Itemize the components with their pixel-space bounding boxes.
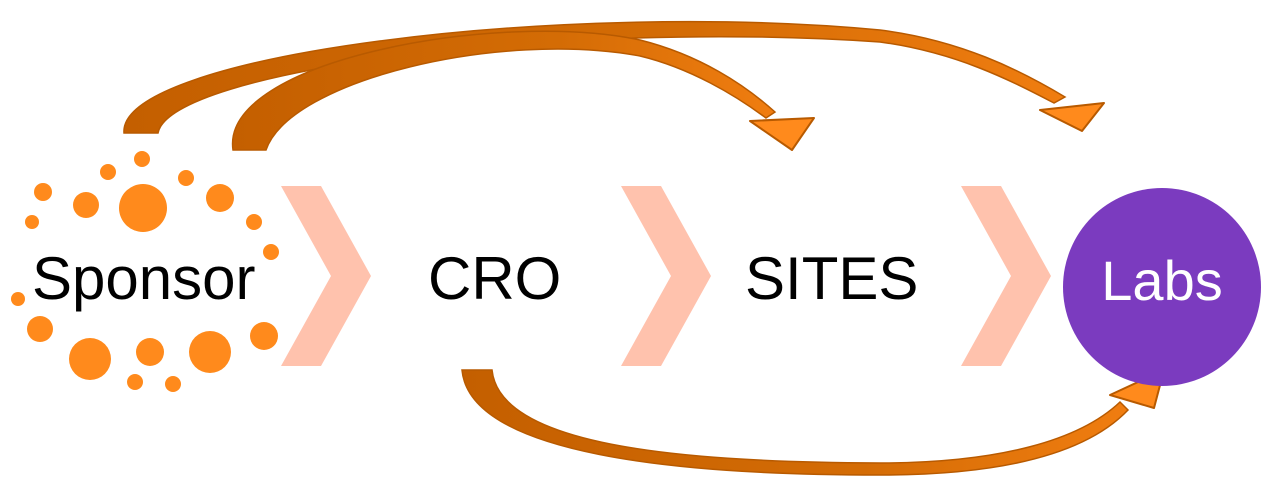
- sponsor-dot: [100, 164, 116, 180]
- sponsor-dot: [27, 316, 53, 342]
- sponsor-dot: [263, 244, 279, 260]
- sponsor-dot: [246, 214, 262, 230]
- sponsor-dot: [178, 170, 194, 186]
- sponsor-dot: [25, 215, 39, 229]
- chevron-sponsor-to-cro: [281, 186, 371, 366]
- node-label-sponsor: Sponsor: [32, 245, 256, 312]
- sponsor-dot: [69, 338, 111, 380]
- sponsor-dot: [119, 184, 167, 232]
- sponsor-dot: [165, 376, 181, 392]
- node-label-sites: SITES: [745, 245, 919, 312]
- arrow-cro-to-labs: [461, 369, 1165, 476]
- sponsor-dot: [34, 183, 52, 201]
- sponsor-dot: [136, 338, 164, 366]
- sponsor-dot: [206, 184, 234, 212]
- sponsor-dot: [73, 192, 99, 218]
- sponsor-dot: [127, 374, 143, 390]
- chevron-cro-to-sites: [621, 186, 711, 366]
- chevron-sites-to-labs: [961, 186, 1051, 366]
- arrow-sponsor-to-sites: [232, 30, 815, 151]
- labs-node-circle: [1063, 188, 1261, 386]
- node-label-labs: Labs: [1101, 249, 1223, 312]
- node-label-cro: CRO: [428, 245, 562, 312]
- sponsor-dot: [250, 322, 278, 350]
- sponsor-dot: [11, 292, 25, 306]
- sponsor-dot-cluster: [11, 151, 279, 392]
- sponsor-dot: [189, 331, 231, 373]
- sponsor-dot: [134, 151, 150, 167]
